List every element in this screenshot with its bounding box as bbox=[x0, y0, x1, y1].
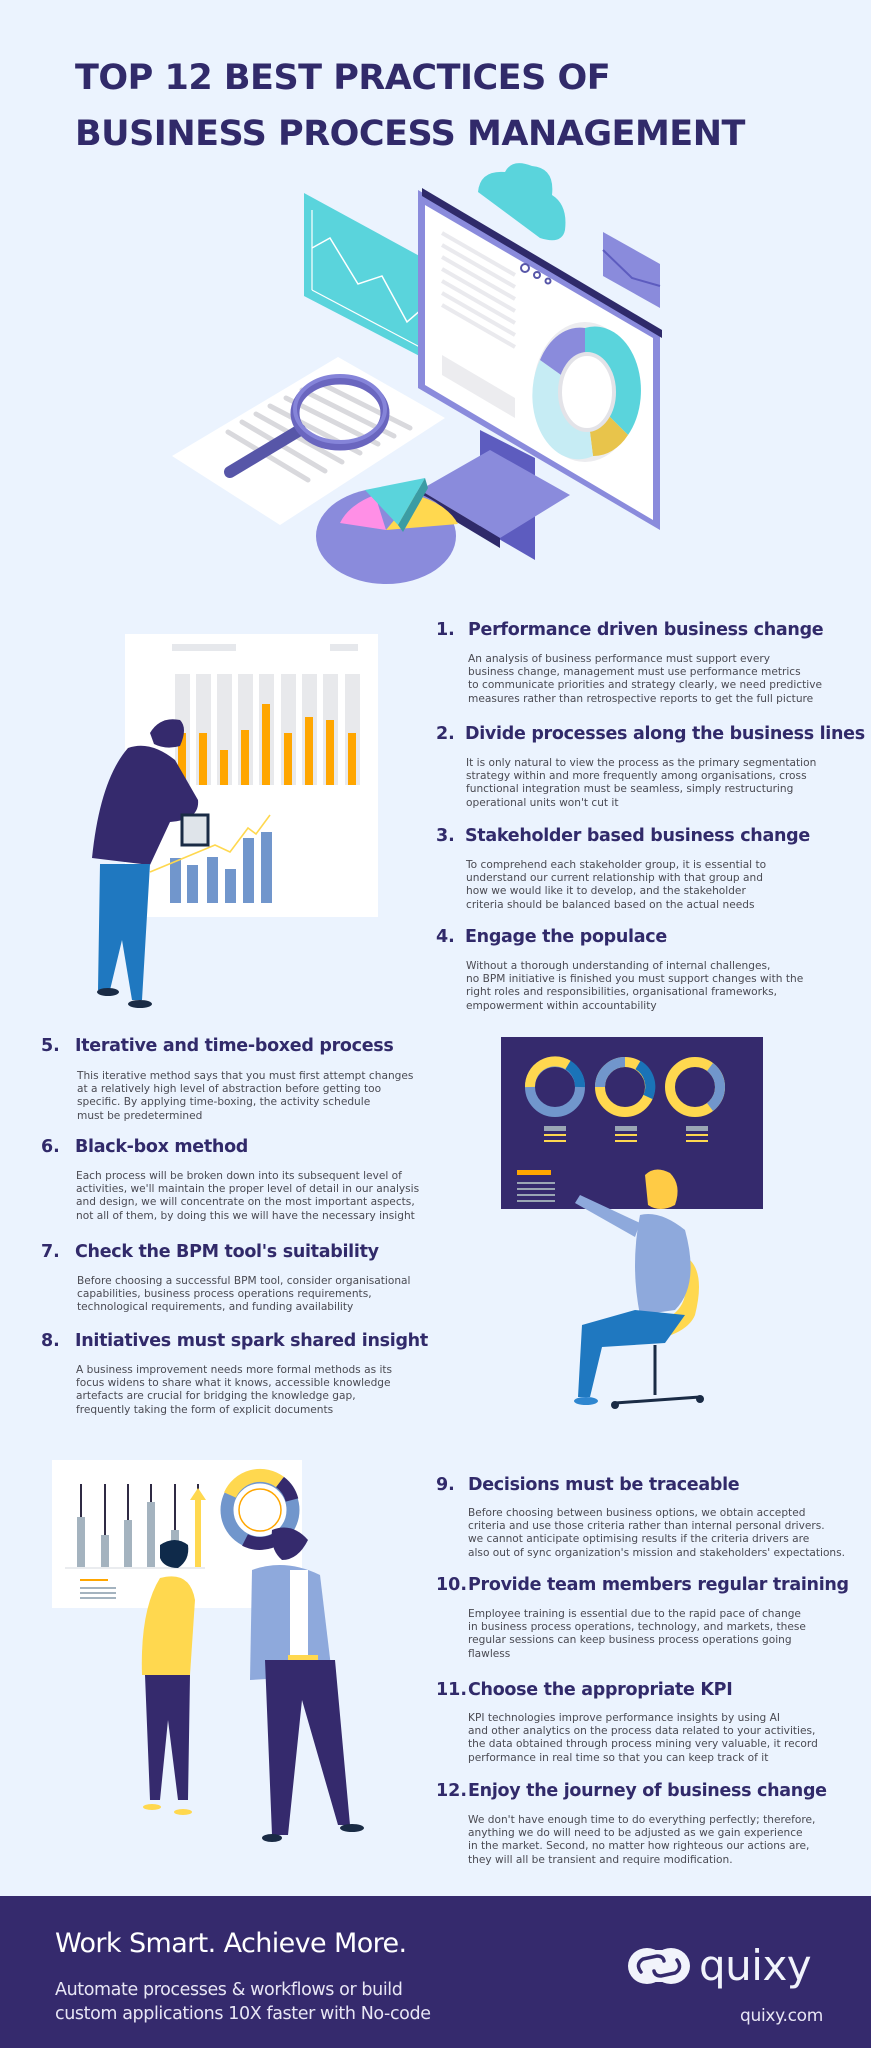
practice-body: This iterative method says that you must… bbox=[77, 1070, 414, 1122]
practice-item-10: 10. Provide team members regular trainin… bbox=[436, 1573, 866, 1673]
practice-body: Before choosing a successful BPM tool, c… bbox=[77, 1275, 411, 1314]
practice-item-5: 5. Iterative and time-boxed process This… bbox=[41, 1034, 451, 1134]
man-figure bbox=[250, 1527, 364, 1842]
cloud-icon bbox=[478, 163, 566, 241]
practice-heading: Decisions must be traceable bbox=[468, 1475, 740, 1495]
man-figure bbox=[92, 719, 210, 1008]
practice-item-3: 3. Stakeholder based business change To … bbox=[436, 824, 866, 924]
quixy-logo[interactable]: quixy bbox=[627, 1936, 812, 1996]
practice-body: Without a thorough understanding of inte… bbox=[466, 960, 804, 1012]
practice-number: 5. bbox=[41, 1036, 60, 1056]
practice-number: 4. bbox=[436, 927, 455, 947]
practice-item-8: 8. Initiatives must spark shared insight… bbox=[41, 1329, 451, 1429]
practice-item-6: 6. Black-box method Each process will be… bbox=[41, 1135, 451, 1235]
practice-body: Each process will be broken down into it… bbox=[76, 1170, 420, 1222]
practice-body: Employee training is essential due to th… bbox=[468, 1608, 806, 1660]
page-title-line-1: TOP 12 BEST PRACTICES OF bbox=[75, 58, 611, 98]
practice-item-2: 2. Divide processes along the business l… bbox=[436, 722, 866, 822]
practice-heading: Performance driven business change bbox=[468, 620, 824, 640]
donut-chart-icon bbox=[220, 1468, 300, 1550]
practice-heading: Check the BPM tool's suitability bbox=[75, 1242, 379, 1262]
practice-number: 1. bbox=[436, 620, 455, 640]
practice-number: 6. bbox=[41, 1137, 60, 1157]
practice-body: KPI technologies improve performance ins… bbox=[468, 1712, 818, 1764]
practice-number: 9. bbox=[436, 1475, 455, 1495]
practice-item-9: 9. Decisions must be traceable Before ch… bbox=[436, 1473, 866, 1573]
quixy-wordmark: quixy bbox=[699, 1941, 812, 1990]
candlestick-chart bbox=[65, 1484, 206, 1599]
envelope-icon bbox=[602, 232, 661, 308]
practice-heading: Iterative and time-boxed process bbox=[75, 1036, 394, 1056]
practice-number: 2. bbox=[436, 724, 455, 744]
quixy-url-link[interactable]: quixy.com bbox=[740, 2006, 823, 2026]
practice-number: 12. bbox=[436, 1781, 468, 1801]
practice-body: Before choosing between business options… bbox=[468, 1507, 846, 1559]
bar-chart bbox=[175, 674, 360, 785]
practice-item-4: 4. Engage the populace Without a thoroug… bbox=[436, 925, 866, 1025]
practice-number: 3. bbox=[436, 826, 455, 846]
practice-heading: Initiatives must spark shared insight bbox=[75, 1331, 428, 1351]
footer-tagline: Work Smart. Achieve More. bbox=[55, 1928, 407, 1959]
pie-chart-icon bbox=[316, 478, 458, 584]
practice-number: 8. bbox=[41, 1331, 60, 1351]
woman-figure bbox=[141, 1540, 195, 1815]
practice-body: An analysis of business performance must… bbox=[468, 653, 823, 705]
practice-heading: Divide processes along the business line… bbox=[465, 724, 865, 744]
practice-body: It is only natural to view the process a… bbox=[466, 757, 817, 809]
quixy-link-logo-icon bbox=[628, 1948, 690, 1984]
page-title: TOP 12 BEST PRACTICES OF BUSINESS PROCES… bbox=[75, 50, 835, 162]
practice-item-12: 12. Enjoy the journey of business change… bbox=[436, 1779, 866, 1879]
practice-heading: Stakeholder based business change bbox=[465, 826, 810, 846]
practice-number: 7. bbox=[41, 1242, 60, 1262]
donut-charts bbox=[525, 1056, 725, 1117]
practice-heading: Choose the appropriate KPI bbox=[468, 1680, 733, 1700]
practice-number: 11. bbox=[436, 1680, 468, 1700]
practice-heading: Black-box method bbox=[75, 1137, 249, 1157]
two-people-with-charts-illustration bbox=[52, 1460, 364, 1842]
magnifier-icon bbox=[224, 374, 390, 478]
practice-body: A business improvement needs more formal… bbox=[76, 1364, 393, 1416]
woman-figure bbox=[574, 1169, 691, 1405]
hero-monitor-illustration bbox=[172, 163, 662, 584]
practice-heading: Provide team members regular training bbox=[468, 1575, 849, 1595]
practice-item-11: 11. Choose the appropriate KPI KPI techn… bbox=[436, 1678, 866, 1778]
blue-bar-chart bbox=[170, 832, 272, 903]
footer-banner: Work Smart. Achieve More. Automate proce… bbox=[0, 1896, 871, 2048]
page-title-line-2: BUSINESS PROCESS MANAGEMENT bbox=[75, 114, 745, 154]
man-with-bar-chart-illustration bbox=[92, 634, 378, 1008]
legend-lines bbox=[517, 1126, 708, 1202]
practice-body: To comprehend each stakeholder group, it… bbox=[466, 859, 767, 911]
practice-heading: Engage the populace bbox=[465, 927, 667, 947]
monitor-icon bbox=[418, 188, 662, 560]
woman-pointing-at-donuts-illustration bbox=[501, 1037, 763, 1409]
footer-subtext: Automate processes & workflows or build … bbox=[55, 1980, 431, 2024]
practice-item-1: 1. Performance driven business change An… bbox=[436, 618, 866, 718]
practice-body: We don't have enough time to do everythi… bbox=[468, 1814, 816, 1866]
practice-number: 10. bbox=[436, 1575, 468, 1595]
practice-heading: Enjoy the journey of business change bbox=[468, 1781, 827, 1801]
practice-item-7: 7. Check the BPM tool's suitability Befo… bbox=[41, 1240, 451, 1330]
